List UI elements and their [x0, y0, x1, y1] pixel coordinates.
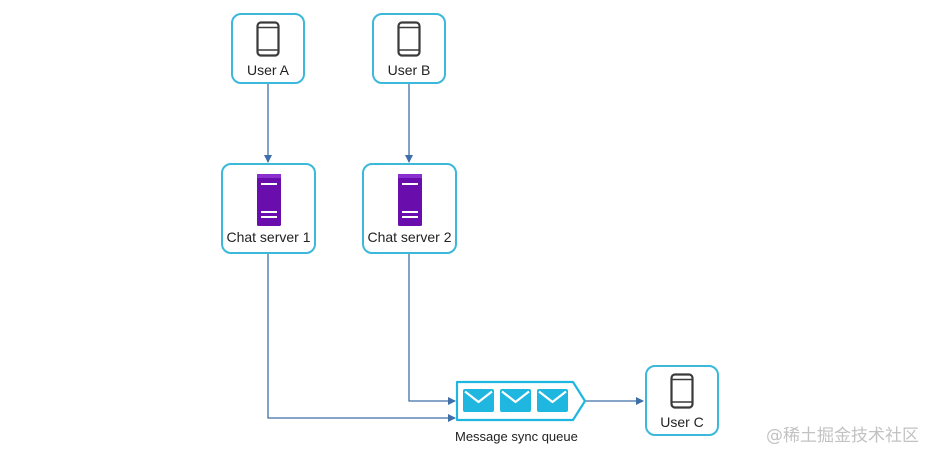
server-icon: [257, 174, 281, 226]
envelope-icon: [463, 389, 494, 412]
envelope-icon: [537, 389, 568, 412]
server-icon: [398, 174, 422, 226]
chat-server-2-label: Chat server 2: [367, 229, 452, 245]
user-b-label: User B: [387, 62, 431, 78]
user-c-label: User C: [660, 414, 704, 430]
user-c-node: User C: [645, 365, 719, 436]
user-a-label: User A: [246, 62, 289, 78]
chat-server-1-node: Chat server 1: [221, 163, 316, 254]
message-sync-queue-label: Message sync queue: [455, 429, 578, 444]
watermark: @稀土掘金技术社区: [766, 426, 919, 446]
chat-server-1-label: Chat server 1: [226, 229, 311, 245]
user-b-node: User B: [372, 13, 446, 84]
smartphone-icon: [397, 21, 421, 57]
chat-server-2-node: Chat server 2: [362, 163, 457, 254]
edge-chat-server-1-to-queue: [267, 254, 456, 422]
envelope-icon: [500, 389, 531, 412]
message-queue-icon: [455, 380, 587, 422]
smartphone-icon: [670, 373, 694, 409]
edge-chat-server-2-to-queue: [408, 254, 456, 405]
smartphone-icon: [256, 21, 280, 57]
user-a-node: User A: [231, 13, 305, 84]
